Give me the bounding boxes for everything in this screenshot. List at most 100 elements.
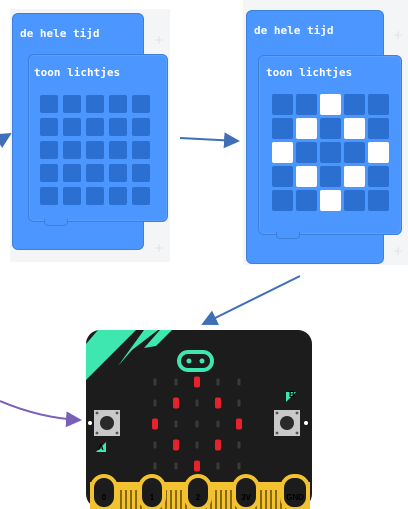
microbit-led-off [195,420,199,428]
led-cell[interactable] [296,166,317,187]
led-cell[interactable] [272,94,293,115]
pin-gnd-label: GND [286,493,304,502]
edge-connector-strip [220,490,222,509]
microbit-body [86,330,312,508]
forever-block-1-label: de hele tijd [20,27,100,40]
grid-cross-icon: + [154,33,165,47]
led-cell[interactable] [86,95,104,113]
led-cell[interactable] [109,187,127,205]
microbit-led-on [194,376,200,388]
led-cell[interactable] [368,118,389,139]
led-cell[interactable] [320,190,341,211]
led-cell[interactable] [368,166,389,187]
led-cell[interactable] [368,142,389,163]
led-cell[interactable] [109,164,127,182]
forever-block-2-label: de hele tijd [254,24,334,37]
led-cell[interactable] [86,187,104,205]
microbit-led-off [153,399,157,407]
button-a-label: A [98,443,104,452]
led-cell[interactable] [344,142,365,163]
pin-2-label: 2 [195,493,201,502]
button-b-marker-icon [286,392,296,402]
led-cell[interactable] [344,118,365,139]
led-cell[interactable] [63,118,81,136]
led-cell[interactable] [296,94,317,115]
led-cell[interactable] [320,142,341,163]
led-cell[interactable] [344,94,365,115]
microbit-accent-shape [144,330,172,348]
led-cell[interactable] [132,187,150,205]
led-cell[interactable] [272,118,293,139]
pin-0 [90,474,118,509]
led-grid-editor-1[interactable] [40,95,150,205]
edge-connector-strip [230,490,232,509]
edge-connector-strip [270,490,272,509]
microbit-led-on [236,418,242,430]
microbit-led-off [153,441,157,449]
microbit-led-on [215,397,221,409]
led-cell[interactable] [86,141,104,159]
microbit-led-off [174,462,178,470]
led-cell[interactable] [344,190,365,211]
microbit-led-on [173,439,179,451]
led-cell[interactable] [272,142,293,163]
edge-connector-strip [260,490,262,509]
edge-connector-strip [180,490,182,509]
led-cell[interactable] [132,118,150,136]
microbit-led-off [195,441,199,449]
arrow-block-1-to-block-2 [179,132,240,149]
microbit-led-on [173,397,179,409]
led-cell[interactable] [63,187,81,205]
led-cell[interactable] [272,190,293,211]
edge-connector-strip [175,490,177,509]
microbit-led-off [174,378,178,386]
led-cell[interactable] [109,95,127,113]
led-cell[interactable] [132,95,150,113]
led-cell[interactable] [63,164,81,182]
led-cell[interactable] [40,141,58,159]
led-cell[interactable] [63,141,81,159]
show-leds-block-1-notch [44,219,68,226]
grid-cross-icon: + [393,244,404,258]
led-cell[interactable] [320,166,341,187]
led-cell[interactable] [132,141,150,159]
pin-2 [184,474,212,509]
led-cell[interactable] [86,118,104,136]
led-grid-editor-2[interactable] [272,94,389,211]
led-cell[interactable] [272,166,293,187]
microbit-led-off [237,378,241,386]
led-cell[interactable] [368,190,389,211]
microbit-logo-icon [177,350,214,372]
led-cell[interactable] [40,187,58,205]
led-cell[interactable] [368,94,389,115]
microbit-led-off [153,378,157,386]
led-cell[interactable] [63,95,81,113]
led-cell[interactable] [320,94,341,115]
led-cell[interactable] [132,164,150,182]
led-cell[interactable] [109,118,127,136]
button-a-marker-icon [96,442,106,452]
microbit-led-off [174,420,178,428]
microbit-led-off [216,462,220,470]
led-cell[interactable] [296,190,317,211]
pin-1 [138,474,166,509]
microbit-led-off [153,462,157,470]
microbit-led-off [216,378,220,386]
pin-3v [232,474,260,509]
button-b[interactable] [274,410,300,436]
led-cell[interactable] [40,95,58,113]
led-cell[interactable] [296,118,317,139]
led-cell[interactable] [40,164,58,182]
led-cell[interactable] [109,141,127,159]
button-a[interactable] [94,410,120,436]
led-cell[interactable] [296,142,317,163]
led-cell[interactable] [40,118,58,136]
edge-hole [88,421,92,425]
led-cell[interactable] [344,166,365,187]
led-cell[interactable] [86,164,104,182]
pin-gnd [280,474,310,509]
microbit-led-off [216,420,220,428]
led-cell[interactable] [320,118,341,139]
pin-3v-label: 3V [241,493,251,502]
